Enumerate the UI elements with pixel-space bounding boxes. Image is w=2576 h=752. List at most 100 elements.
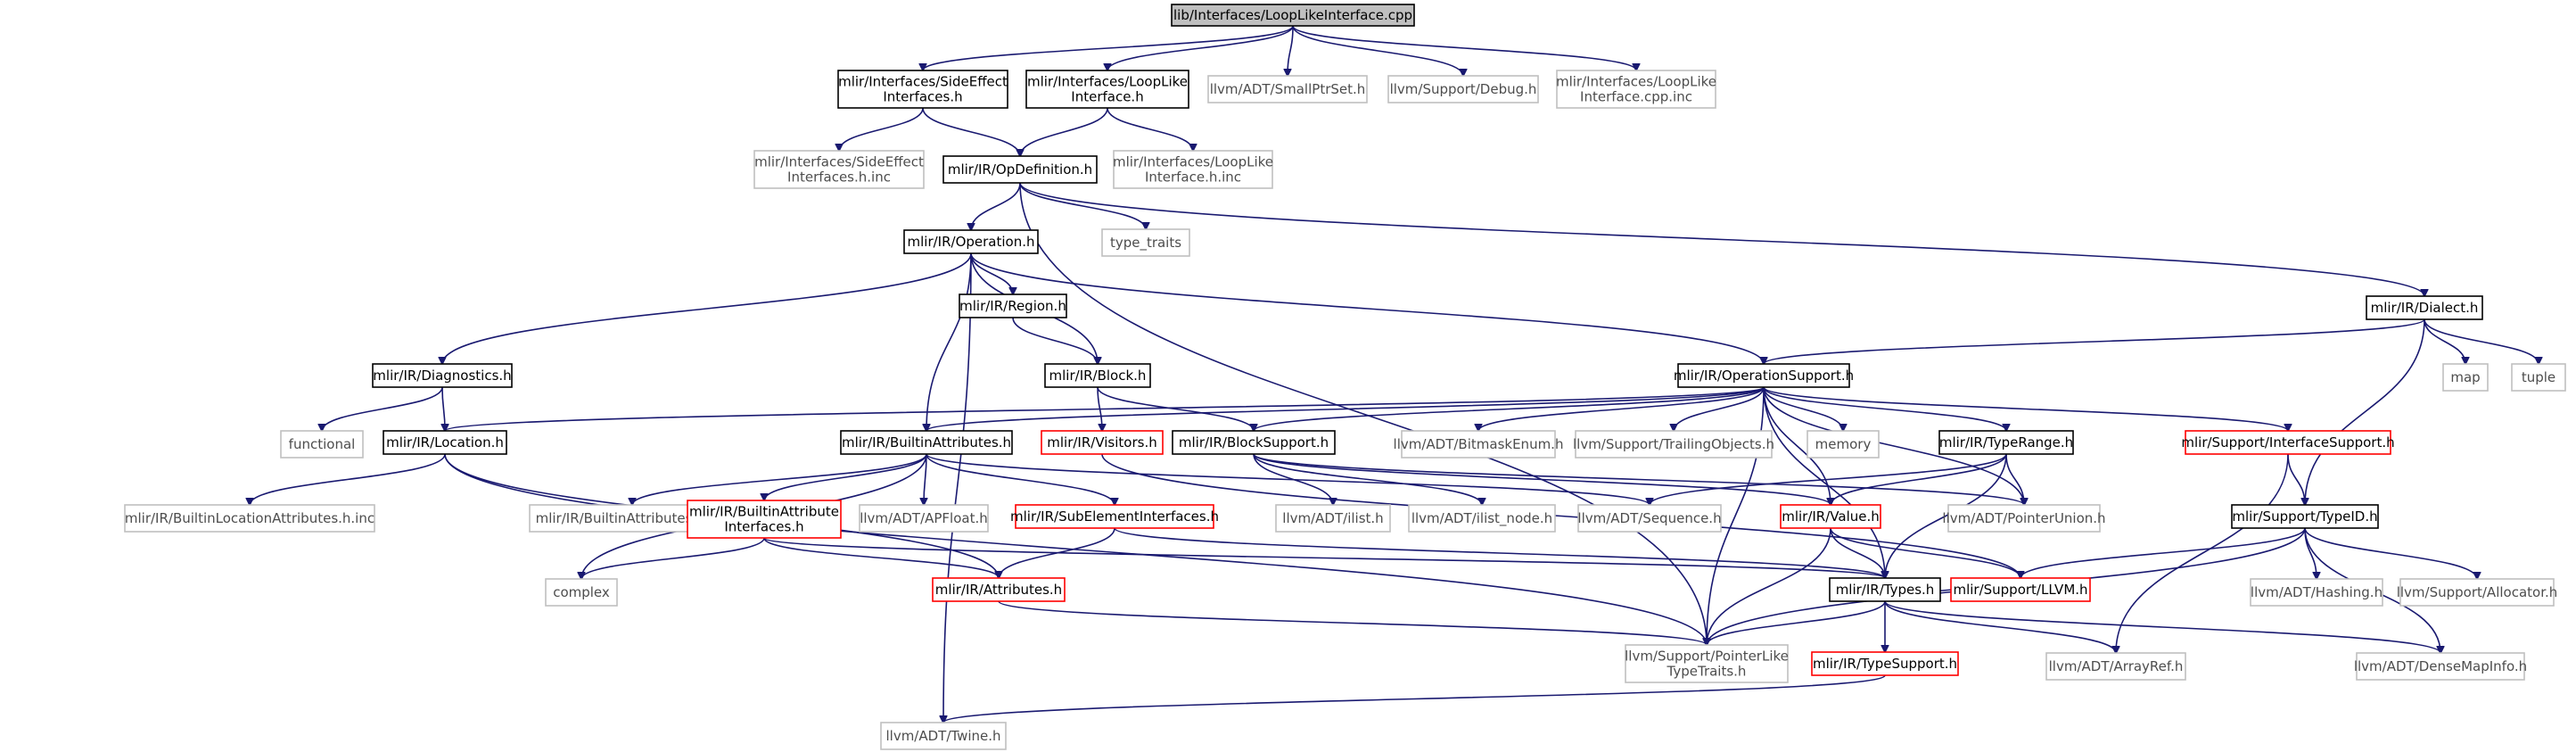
node-functional: functional [280,430,364,459]
node-value[interactable]: mlir/IR/Value.h [1780,504,1881,529]
node-attributes[interactable]: mlir/IR/Attributes.h [932,577,1066,602]
node-label: tuple [2522,369,2555,385]
node-label: llvm/Support/Debug.h [1390,81,1537,97]
edge-opsupport-to-bitmask [1478,386,1765,431]
edge-typeid-to-llvmh [2020,527,2306,578]
node-box [840,430,1013,455]
node-box [903,229,1039,254]
node-operation[interactable]: mlir/IR/Operation.h [903,229,1039,254]
node-ilist: llvm/ADT/ilist.h [1275,504,1391,533]
edge-path [1253,453,1831,505]
edge-path [1830,527,2020,578]
node-label: mlir/IR/Region.h [959,298,1066,314]
node-typerange[interactable]: mlir/IR/TypeRange.h [1938,430,2074,455]
node-label: mlir/Interfaces/SideEffect [838,73,1008,89]
edge-se_h-to-se_inc [839,107,924,151]
edge-path [926,252,972,431]
node-ll_h[interactable]: mlir/Interfaces/LoopLikeInterface.h [1025,70,1189,109]
node-label: mlir/IR/Types.h [1836,582,1935,598]
edge-path [322,386,443,431]
node-box [545,578,618,607]
node-box [2511,363,2566,392]
edge-root-to-smallptr [1288,25,1294,76]
node-label: llvm/ADT/DenseMapInfo.h [2354,658,2527,674]
edge-path [444,453,1707,645]
node-box [959,293,1067,318]
node-box [1113,150,1273,189]
edge-path [1884,600,2440,653]
node-label: mlir/IR/Attributes.h [935,582,1062,598]
edge-path [763,537,999,578]
node-diagnostics[interactable]: mlir/IR/Diagnostics.h [372,363,513,388]
node-arrayref: llvm/ADT/ArrayRef.h [2045,652,2186,681]
edge-operation-to-twine [943,252,972,723]
node-label: mlir/IR/TypeRange.h [1939,434,2073,450]
node-builtinattr[interactable]: mlir/IR/BuiltinAttributes.h [840,430,1013,455]
node-opsupport[interactable]: mlir/IR/OperationSupport.h [1674,363,1854,388]
edge-opsupport-to-blocksupport [1254,386,1765,431]
node-dialect[interactable]: mlir/IR/Dialect.h [2366,295,2483,320]
node-box [1811,651,1959,676]
edge-path [1707,527,1831,645]
edge-types-to-arrayref [1884,600,2116,653]
node-hashing: llvm/ADT/Hashing.h [2250,578,2383,607]
edge-typerange-to-types [1885,453,2007,578]
edge-path [2116,453,2289,653]
node-label: Interface.h.inc [1145,169,1241,185]
edge-blocksupport-to-ilistnode [1253,453,1482,505]
node-label: llvm/ADT/ilist.h [1282,510,1383,526]
edge-typerange-to-ptrunion [2005,453,2024,505]
node-box [1577,504,1722,533]
node-block[interactable]: mlir/IR/Block.h [1044,363,1151,388]
node-box [1677,363,1850,388]
node-label: mlir/Support/LLVM.h [1953,582,2087,598]
node-ifacesupport[interactable]: mlir/Support/InterfaceSupport.h [2181,430,2395,455]
edge-path [1764,318,2425,364]
node-opdef[interactable]: mlir/IR/OpDefinition.h [942,155,1098,184]
node-typeid[interactable]: mlir/Support/TypeID.h [2231,504,2379,529]
node-label: mlir/IR/OpDefinition.h [948,161,1092,178]
node-visitors[interactable]: mlir/IR/Visitors.h [1041,430,1164,455]
edge-path [1253,453,1333,505]
edge-dialect-to-typeid [2305,318,2425,505]
edge-diagnostics-to-location [442,386,445,431]
edge-dialect-to-map [2424,318,2465,364]
edge-path [1763,386,2024,505]
node-allocator: llvm/Support/Allocator.h [2397,578,2557,607]
edge-typesupport-to-twine [943,674,1886,723]
edge-path [1019,182,2424,296]
node-box [1044,363,1151,388]
node-label: mlir/IR/Value.h [1782,508,1880,525]
node-box [383,430,507,455]
node-region[interactable]: mlir/IR/Region.h [959,293,1067,318]
node-blocksupport[interactable]: mlir/IR/BlockSupport.h [1172,430,1336,455]
edge-builtinattr-to-sequence [926,453,1650,505]
node-llvmh[interactable]: mlir/Support/LLVM.h [1950,577,2091,602]
edge-path [1097,386,1254,431]
edge-path [1253,453,1482,505]
node-trailing: llvm/Support/TrailingObjects.h [1573,430,1774,459]
node-subelem[interactable]: mlir/IR/SubElementInterfaces.h [1010,504,1219,529]
node-box [1401,430,1556,459]
node-label: mlir/IR/SubElementInterfaces.h [1010,508,1219,525]
node-box [1275,504,1391,533]
edge-path [1650,453,2007,505]
edge-types-to-densemapinfo [1884,600,2440,653]
node-box [2185,430,2391,455]
edge-dialect-to-tuple [2424,318,2539,364]
edge-diagnostics-to-functional [322,386,443,431]
edge-opsupport-to-builtinattr [926,386,1765,431]
node-typesupport[interactable]: mlir/IR/TypeSupport.h [1811,651,1959,676]
edge-path [2304,527,2477,579]
node-ptrunion: llvm/ADT/PointerUnion.h [1942,504,2106,533]
node-types[interactable]: mlir/IR/Types.h [1829,577,1941,602]
edge-path [998,600,1707,645]
node-box [2045,652,2186,681]
node-location[interactable]: mlir/IR/Location.h [383,430,507,455]
edge-builtinattr-to-baif [764,453,927,500]
node-root[interactable]: lib/Interfaces/LoopLikeInterface.cpp [1171,4,1415,27]
